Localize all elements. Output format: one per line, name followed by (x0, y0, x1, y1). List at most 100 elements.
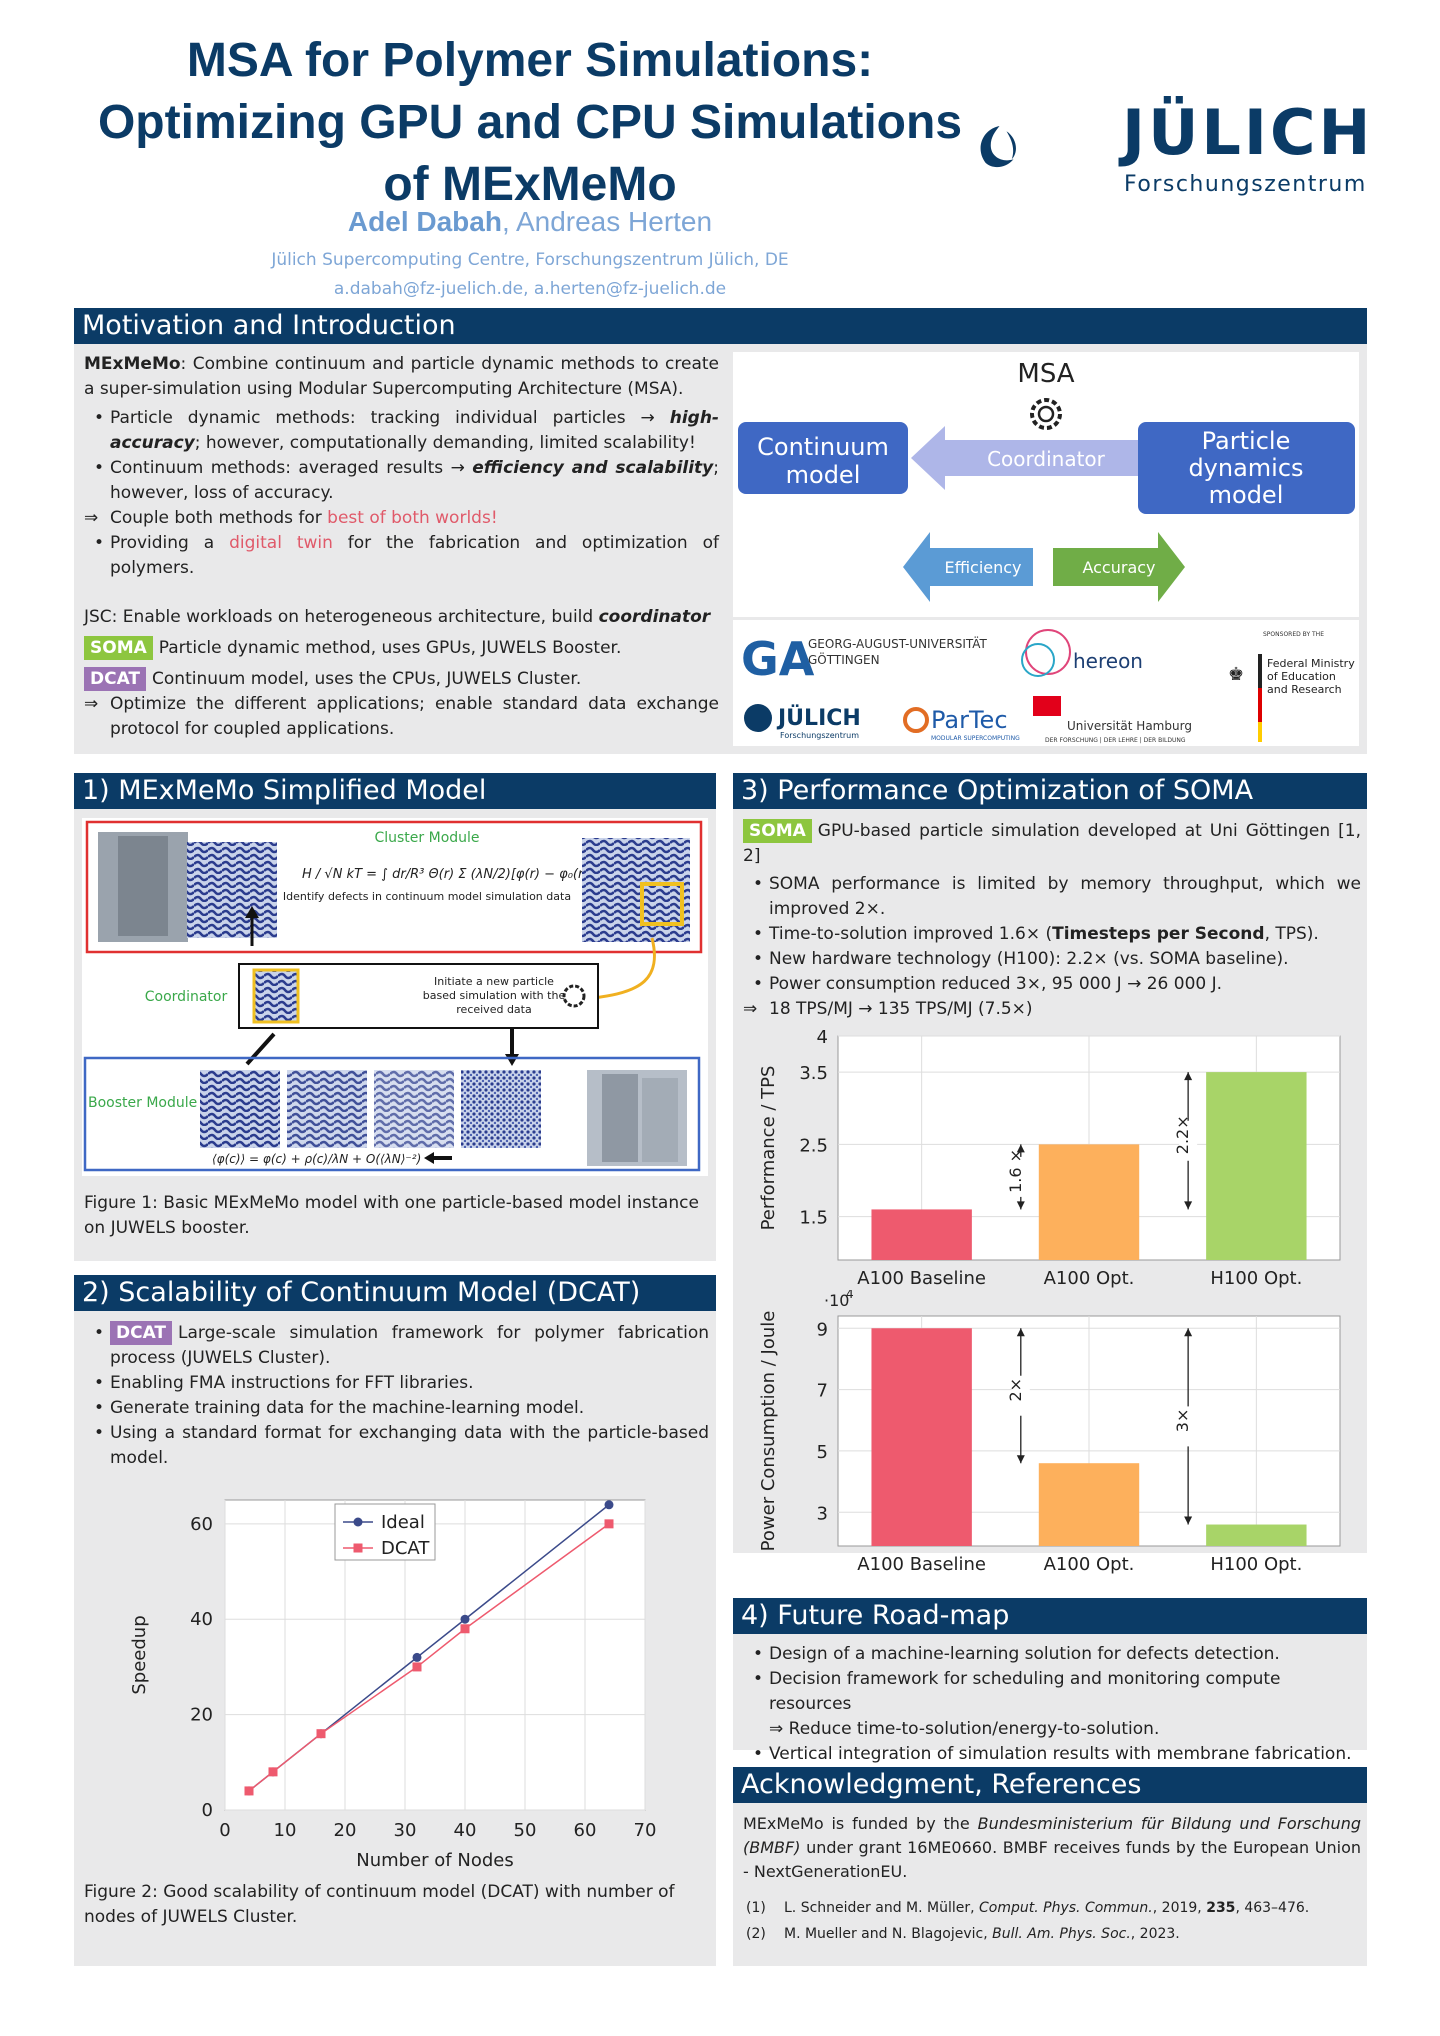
continuum-box (738, 422, 908, 494)
juelich-small-text: JÜLICH (776, 705, 861, 731)
bmbf-line-1: Federal Ministry (1267, 657, 1355, 670)
annotation-bg (1179, 1120, 1198, 1161)
ref2-b: Bull. Am. Phys. Soc. (992, 1926, 1131, 1942)
motivation-heading: Motivation and Introduction (74, 308, 1367, 344)
goettingen-line-2: GÖTTINGEN (808, 651, 880, 667)
hereon-logo: hereon (1021, 629, 1143, 677)
msa-label: MSA (1017, 359, 1074, 389)
b2b: efficiency and scalability (472, 458, 714, 478)
msa-diagram: MSA Continuum model Coordinator Particle… (733, 352, 1359, 617)
data-point (604, 1500, 614, 1510)
data-point (244, 1786, 254, 1796)
booster-sim-2 (287, 1070, 367, 1148)
soma-b1: SOMA performance is limited by memory th… (769, 874, 1361, 919)
bmbf-small: SPONSORED BY THE (1263, 631, 1324, 638)
partec-sub: MODULAR SUPERCOMPUTING (931, 735, 1020, 742)
authors: Adel Dabah, Andreas Herten (70, 206, 990, 238)
x-tick-label: 60 (574, 1820, 597, 1841)
defect-highlight (640, 882, 684, 926)
y-axis-label: Performance / TPS (758, 1066, 779, 1231)
partner-logos: GA GEORG-AUGUST-UNIVERSITÄT GÖTTINGEN he… (733, 620, 1359, 746)
ref2-num: (2) (746, 1926, 766, 1942)
bmbf-logo: SPONSORED BY THE ♚ Federal Ministry of E… (1228, 631, 1355, 742)
ref1-b: Comput. Phys. Commun. (979, 1900, 1153, 1916)
y-tick-label: 20 (190, 1705, 213, 1726)
optimize-text: Optimize the different applications; ena… (110, 694, 719, 739)
x-tick-label: 0 (219, 1820, 230, 1841)
booster-sim-4 (461, 1070, 541, 1148)
gear-icon-small (562, 984, 586, 1008)
booster-module-frame (83, 1056, 701, 1172)
y-tick-label: 1.5 (799, 1208, 828, 1229)
ack-a: MExMeMo is funded by the (743, 1814, 978, 1833)
y-tick-label: 60 (190, 1514, 213, 1535)
ref2-a: M. Mueller and N. Blagojevic, (784, 1926, 993, 1942)
ref1-a: L. Schneider and M. Müller, (784, 1900, 980, 1916)
ack-heading: Acknowledgment, References (733, 1767, 1367, 1803)
goettingen-logo: GA GEORG-AUGUST-UNIVERSITÄT GÖTTINGEN (741, 632, 988, 686)
data-point (460, 1614, 470, 1624)
roadmap-bullet-1: Design of a machine-learning solution fo… (743, 1642, 1361, 1667)
dcat-bullet-3: Generate training data for the machine-l… (84, 1396, 709, 1421)
intro-bold: MExMeMo (84, 354, 181, 374)
initiate-1: Initiate a new particle (434, 975, 554, 988)
cluster-label: Cluster Module (374, 830, 479, 846)
x-tick-label: 30 (394, 1820, 417, 1841)
cluster-sim-image (187, 842, 277, 938)
initiate-3: received data (456, 1003, 531, 1016)
dcat-tag: DCAT (84, 667, 147, 691)
b3a: Couple both methods for (110, 508, 328, 528)
annotation-label: 1.6 × (1006, 1149, 1025, 1193)
roadmap-bullet-3: Vertical integration of simulation resul… (743, 1742, 1361, 1767)
main-author: Adel Dabah (347, 206, 502, 237)
accuracy-arrow (1053, 532, 1185, 602)
uhh-icon (1033, 696, 1061, 716)
data-point (316, 1729, 326, 1739)
bullet-continuum: Continuum methods: averaged results → ef… (84, 456, 719, 506)
data-point (604, 1519, 614, 1529)
annotation-arrowhead (1184, 1072, 1193, 1081)
particle-label-3: model (1209, 481, 1284, 509)
y-tick-label: 4 (817, 1027, 828, 1048)
legend-marker (353, 1517, 363, 1527)
roadmap-text: Design of a machine-learning solution fo… (743, 1642, 1361, 1767)
y-tick-label: 3.5 (799, 1063, 828, 1084)
intro-rest: : Combine continuum and particle dynamic… (84, 354, 719, 399)
dcat-text: Continuum model, uses the CPUs, JUWELS C… (152, 669, 582, 689)
b2a: Continuum methods: averaged results → (110, 458, 473, 478)
uhh-logo: Universität Hamburg DER FORSCHUNG | DER … (1033, 696, 1192, 744)
data-point (412, 1652, 422, 1662)
b1a: Particle dynamic methods: tracking indiv… (110, 408, 670, 428)
soma-bullet-5: 18 TPS/MJ → 135 TPS/MJ (7.5×) (743, 997, 1361, 1022)
model-figure: Cluster Module H / √N kT = ∫ dr/R³ Θ(r) … (82, 818, 708, 1176)
soma-b2a: Time-to-solution improved 1.6× ( (769, 924, 1053, 944)
cluster-defect-image (582, 838, 690, 942)
figure2-caption: Figure 2: Good scalability of continuum … (84, 1882, 675, 1927)
roadmap-b3: Vertical integration of simulation resul… (769, 1744, 1352, 1764)
soma-b2c: , TPS). (1264, 924, 1319, 944)
ref2-c: , 2023. (1130, 1926, 1180, 1942)
bar-2 (1206, 1524, 1307, 1546)
poster-title: MSA for Polymer Simulations: Optimizing … (70, 30, 990, 216)
emails: a.dabah@fz-juelich.de, a.herten@fz-jueli… (333, 279, 727, 299)
x-tick-label: A100 Opt. (1044, 1268, 1135, 1289)
efficiency-label: Efficiency (944, 558, 1021, 577)
annotation-arrowhead (1016, 1144, 1025, 1153)
bar-1 (1038, 1463, 1140, 1546)
annotation-arrowhead (1016, 1328, 1025, 1337)
b4a: Providing a (110, 533, 230, 553)
continuum-label-1: Continuum (757, 433, 889, 461)
particle-box (1138, 422, 1355, 514)
x-tick-label: 40 (454, 1820, 477, 1841)
title-line-3: of MExMeMo (383, 158, 677, 211)
logo-subtitle: Forschungszentrum (1124, 172, 1367, 197)
annotation-arrowhead (1184, 1516, 1193, 1525)
soma-bullet-3: New hardware technology (H100): 2.2× (vs… (743, 947, 1361, 972)
b1c: ; however, computationally demanding, li… (194, 433, 696, 453)
x-tick-label: A100 Baseline (857, 1268, 986, 1289)
data-point (460, 1624, 470, 1634)
initiate-2: based simulation with the (423, 989, 566, 1002)
